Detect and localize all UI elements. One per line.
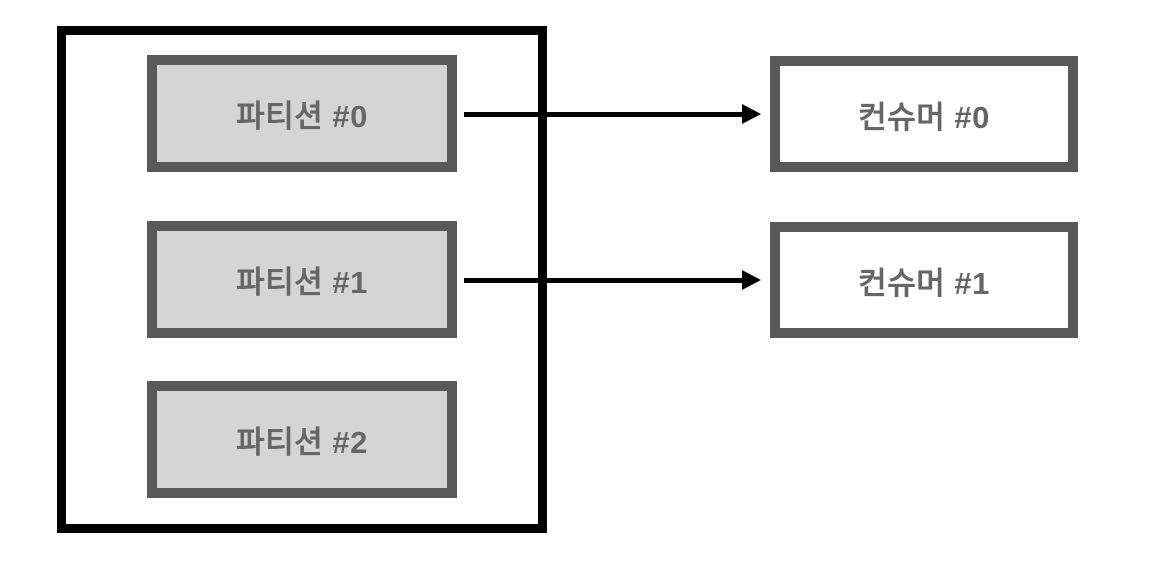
partition-1-label: 파티션 #1	[236, 265, 368, 300]
consumer-0-label: 컨슈머 #0	[858, 99, 990, 135]
consumer-1-box: 컨슈머 #1	[770, 222, 1078, 338]
partition-2-label: 파티션 #2	[236, 425, 368, 460]
arrowhead-icon	[742, 270, 761, 290]
arrow-partition-1-to-consumer-1	[464, 278, 744, 283]
consumer-1-label: 컨슈머 #1	[858, 265, 990, 301]
partition-1-box: 파티션 #1	[147, 221, 457, 338]
arrow-partition-0-to-consumer-0	[464, 112, 744, 117]
partition-2-box: 파티션 #2	[147, 381, 457, 498]
partition-0-box: 파티션 #0	[147, 55, 457, 172]
consumer-0-box: 컨슈머 #0	[770, 56, 1078, 172]
partition-0-label: 파티션 #0	[236, 99, 368, 134]
arrowhead-icon	[742, 104, 761, 124]
